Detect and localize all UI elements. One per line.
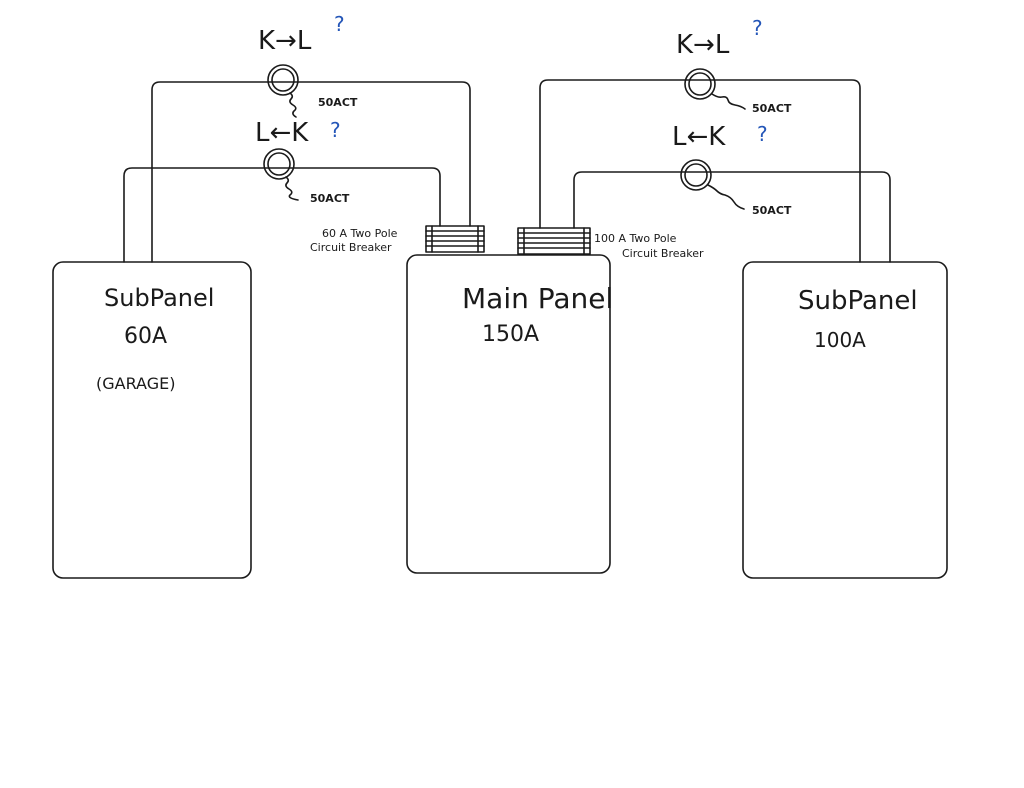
ct-right-lower — [680, 159, 745, 210]
subpanel-60a-title: SubPanel — [104, 284, 215, 312]
breaker-60a-label-line2: Circuit Breaker — [310, 241, 392, 254]
ct-right-upper-question: ? — [752, 16, 763, 40]
breaker-60a — [425, 225, 485, 253]
subpanel-100a-rating: 100A — [814, 328, 866, 352]
ct-left-upper-rating: 50ACT — [318, 96, 358, 109]
subpanel-60a-location: (GARAGE) — [96, 374, 176, 393]
ct-left-lower — [263, 148, 299, 201]
ct-right-lower-direction: L←K — [672, 122, 726, 152]
ct-right-upper-direction: K→L — [676, 30, 730, 60]
ct-right-upper-rating: 50ACT — [752, 102, 792, 115]
ct-left-upper-question: ? — [334, 12, 345, 36]
breaker-60a-label-line1: 60 A Two Pole — [322, 227, 398, 240]
subpanel-100a-title: SubPanel — [798, 286, 918, 316]
right-inner-wire — [573, 171, 891, 263]
right-outer-wire — [539, 79, 861, 263]
breaker-100a — [517, 227, 591, 255]
main-panel-title: Main Panel — [462, 282, 614, 315]
main-panel-box — [406, 254, 611, 574]
ct-right-lower-rating: 50ACT — [752, 204, 792, 217]
ct-left-lower-question: ? — [330, 118, 341, 142]
subpanel-60a-rating: 60A — [124, 324, 168, 349]
ct-left-lower-direction: L←K — [255, 118, 309, 148]
left-inner-wire — [123, 167, 441, 263]
ct-left-upper — [267, 64, 299, 118]
subpanel-100a-box — [742, 261, 948, 579]
ct-left-upper-direction: K→L — [258, 26, 312, 56]
breaker-100a-label-line1: 100 A Two Pole — [594, 232, 677, 245]
ct-left-lower-rating: 50ACT — [310, 192, 350, 205]
ct-right-upper — [684, 68, 746, 110]
breaker-100a-label-line2: Circuit Breaker — [622, 247, 704, 260]
ct-right-lower-question: ? — [757, 122, 768, 146]
main-panel-rating: 150A — [482, 322, 540, 347]
left-outer-wire — [151, 81, 471, 263]
